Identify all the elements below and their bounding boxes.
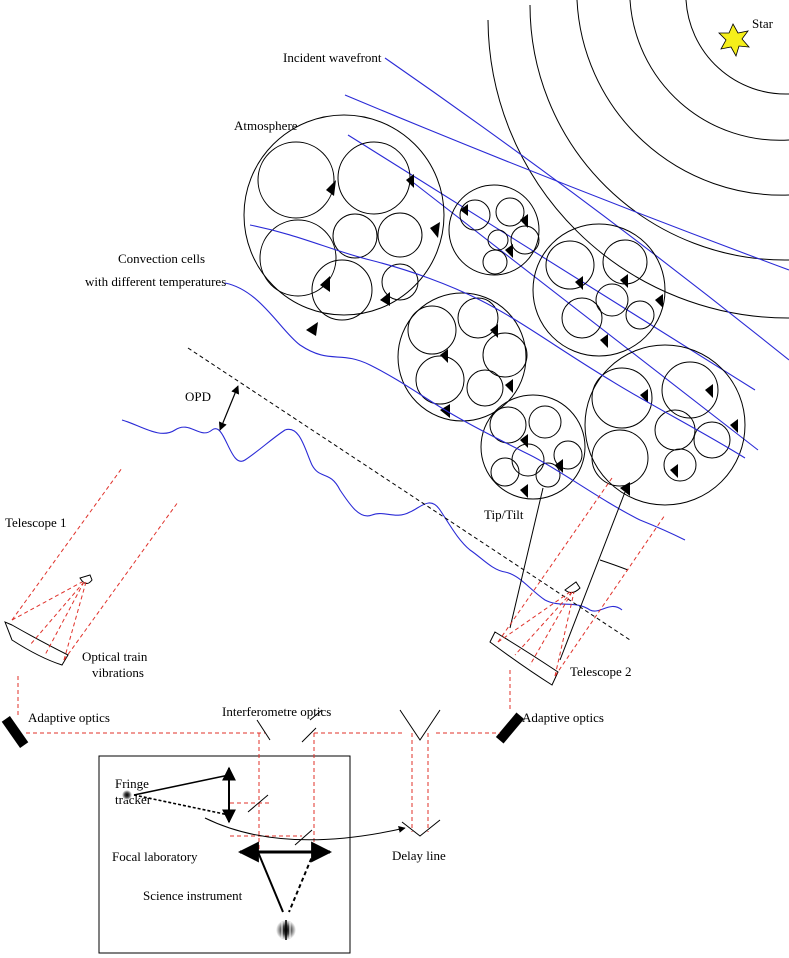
star-label: Star (752, 16, 774, 31)
incident-wavefront-lines (344, 57, 789, 451)
distorted-wavefronts (224, 224, 746, 541)
opd-label: OPD (185, 389, 211, 404)
opd-reference-line (187, 347, 631, 641)
convection-arrowheads (306, 174, 738, 498)
convection-label-line2: with different temperatures (85, 274, 226, 289)
star-icon (718, 23, 750, 58)
delay-line (399, 709, 441, 837)
delay-line-label: Delay line (392, 848, 446, 863)
telescope2-secondary-mirror (564, 581, 581, 594)
telescope1-primary-mirror (4, 621, 69, 666)
star-group: Star (718, 16, 774, 58)
science-fringe-spot (276, 920, 296, 940)
interferometre-mirrors (256, 709, 323, 743)
convection-label-line1: Convection cells (118, 251, 205, 266)
tip-tilt-label: Tip/Tilt (484, 507, 524, 522)
telescope2-label: Telescope 2 (570, 664, 632, 679)
wavefront-arcs (487, 0, 789, 319)
focal-lab-beams (230, 733, 315, 850)
optical-train-label-line2: vibrations (92, 665, 144, 680)
atmosphere-label: Atmosphere (234, 118, 298, 133)
delay-line-feedback-arrow (204, 817, 406, 841)
fringe-tracker-spot (122, 790, 132, 800)
adaptive-optics-right-block (495, 712, 525, 744)
convection-cells (243, 114, 746, 506)
science-beam-solid (257, 851, 284, 913)
fringe-tracker-label-line1: Fringe (115, 776, 149, 791)
fringe-tracker-optics (133, 766, 236, 824)
focal-laboratory-label: Focal laboratory (112, 849, 198, 864)
focal-lab-optics (247, 794, 313, 846)
incident-wavefront-label: Incident wavefront (283, 50, 382, 65)
adaptive-optics-left-block (1, 716, 29, 748)
telescope1 (4, 467, 179, 718)
telescope1-secondary-mirror (79, 574, 93, 584)
adaptive-optics-left-label: Adaptive optics (28, 710, 110, 725)
science-beam-dashed (288, 851, 315, 913)
optical-train-label-line1: Optical train (82, 649, 148, 664)
opd-arrow (218, 385, 240, 431)
turbulent-wavefront (121, 419, 623, 612)
telescope2 (489, 477, 666, 712)
focal-laboratory-box (98, 755, 351, 954)
telescope1-label: Telescope 1 (5, 515, 67, 530)
adaptive-optics-right-label: Adaptive optics (522, 710, 604, 725)
telescope2-primary-mirror (489, 631, 559, 686)
interferometre-optics-label: Interferometre optics (222, 704, 331, 719)
science-instrument-label: Science instrument (143, 888, 243, 903)
fringe-tracker-label-line2: tracker (115, 792, 152, 807)
